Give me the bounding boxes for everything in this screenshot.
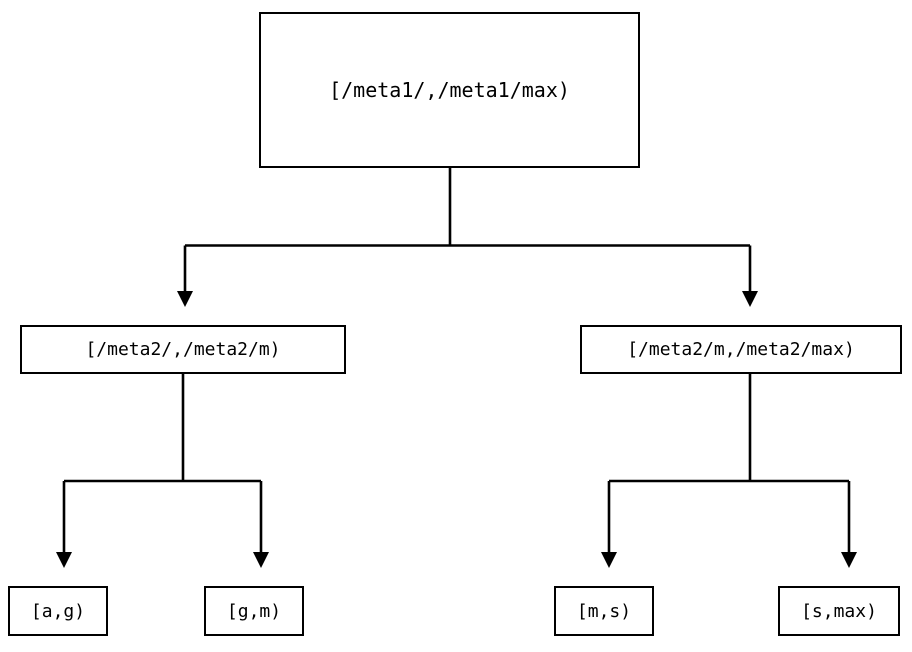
arrowhead-leaf-2 [253,552,269,568]
arrowhead-leaf-4 [841,552,857,568]
node-root[interactable]: [/meta1/,/meta1/max) [259,12,640,168]
node-root-label: [/meta1/,/meta1/max) [329,78,570,102]
node-leaf-1-label: [a,g) [30,600,86,622]
node-leaf-2[interactable]: [g,m) [204,586,304,636]
node-leaf-4[interactable]: [s,max) [778,586,900,636]
node-leaf-4-label: [s,max) [801,600,877,622]
arrowhead-leaf-3 [601,552,617,568]
node-leaf-2-label: [g,m) [226,600,282,622]
node-leaf-3[interactable]: [m,s) [554,586,654,636]
node-middle-right[interactable]: [/meta2/m,/meta2/max) [580,325,902,374]
node-leaf-3-label: [m,s) [576,600,632,622]
node-middle-left[interactable]: [/meta2/,/meta2/m) [20,325,346,374]
arrowhead-mid-left [177,291,193,307]
node-middle-right-label: [/meta2/m,/meta2/max) [627,339,855,360]
node-middle-left-label: [/meta2/,/meta2/m) [85,339,281,360]
node-leaf-1[interactable]: [a,g) [8,586,108,636]
arrowhead-mid-right [742,291,758,307]
arrowhead-leaf-1 [56,552,72,568]
